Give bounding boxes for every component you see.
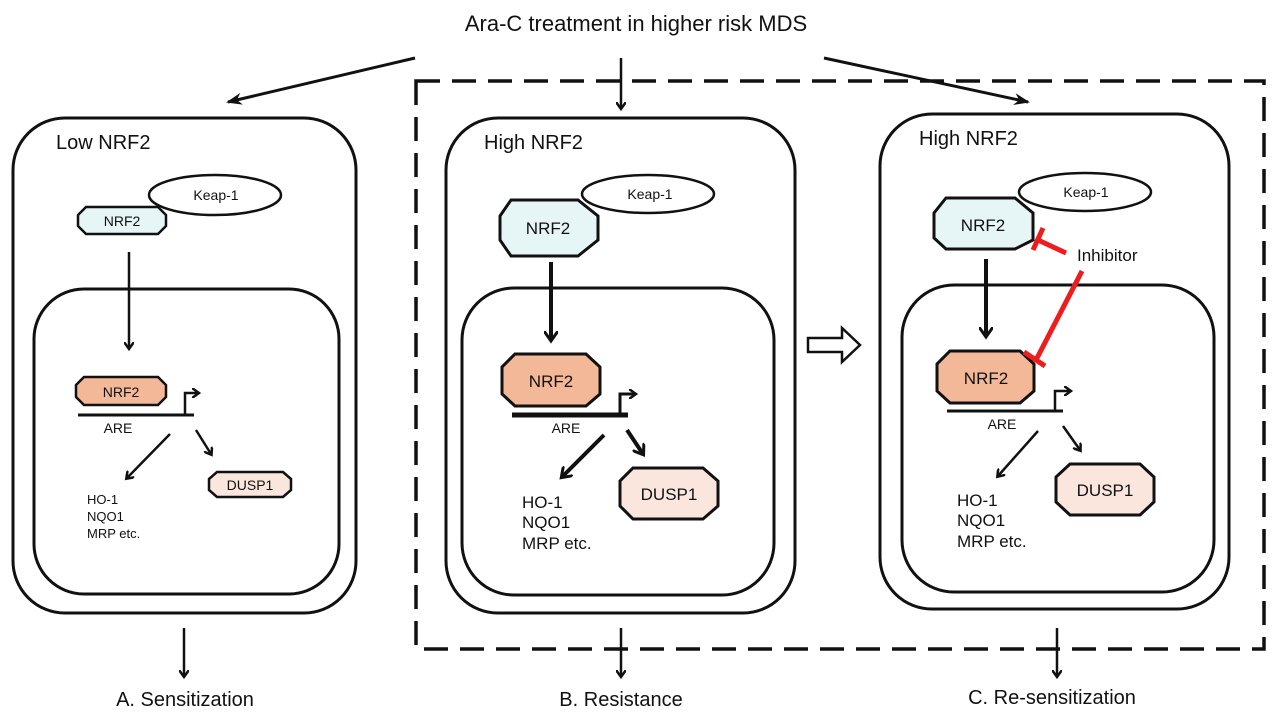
figure-title: Ara-C treatment in higher risk MDS [465, 11, 807, 36]
arrow-to-dusp1 [194, 429, 211, 454]
nucleus-membrane [32, 287, 341, 596]
nrf2-cytoplasmic [76, 205, 168, 236]
nrf2-cytoplasmic [932, 196, 1035, 251]
keap1-protein [1017, 171, 1153, 213]
nrf2-nuc-label: NRF2 [103, 384, 140, 400]
inhibition-to-nuclear-nrf2 [1022, 269, 1085, 369]
arrow-to-dusp1 [625, 428, 643, 454]
nrf2-cyto-label: NRF2 [526, 219, 570, 238]
nrf2-nuc-label: NRF2 [529, 372, 573, 391]
keap1-label: Keap-1 [193, 187, 238, 203]
dusp1-protein [207, 470, 293, 499]
keap1-protein [580, 173, 716, 215]
nrf2-nuc-label: NRF2 [964, 369, 1008, 388]
nrf2-cyto-label: NRF2 [961, 216, 1005, 235]
nrf2-nuclear [74, 375, 168, 407]
target-gene: NQO1 [957, 511, 1005, 530]
dusp1-protein [618, 466, 720, 521]
outcome-label: B. Resistance [559, 689, 682, 711]
outcome-label: C. Re-sensitization [968, 687, 1136, 709]
target-gene: HO-1 [957, 491, 998, 510]
panel-state-label: High NRF2 [919, 128, 1018, 150]
target-gene: MRP etc. [957, 532, 1027, 551]
are-label: ARE [988, 416, 1017, 432]
inhibition-to-cyto-nrf2 [1030, 226, 1068, 256]
panel-b: High NRF2 Keap-1 NRF2 NRF2 ARE DUSP1 HO-… [444, 116, 797, 711]
keap1-protein [147, 173, 283, 217]
keap1-label: Keap-1 [627, 186, 672, 202]
high-nrf2-dashed-group [414, 79, 1266, 651]
target-gene: NQO1 [522, 513, 570, 532]
arrow-to-dusp1 [1061, 425, 1080, 450]
promoter-arrow [1053, 391, 1070, 411]
arrow-to-target-genes [127, 433, 171, 478]
dusp1-label: DUSP1 [1077, 481, 1134, 500]
target-gene: MRP etc. [87, 526, 140, 541]
promoter-arrow [618, 394, 635, 415]
arrow-to-panel-a [226, 56, 416, 105]
are-label: ARE [552, 420, 581, 436]
nucleus-membrane [900, 283, 1216, 594]
nucleus-membrane [460, 286, 776, 597]
nrf2-cyto-label: NRF2 [104, 213, 141, 229]
dusp1-label: DUSP1 [641, 485, 698, 504]
target-gene: MRP etc. [522, 534, 592, 553]
nrf2-nuclear [500, 352, 602, 408]
panel-state-label: Low NRF2 [56, 132, 150, 154]
target-gene: HO-1 [87, 492, 118, 507]
arrow-to-target-genes [998, 430, 1039, 476]
transition-arrow-icon [806, 325, 862, 365]
target-gene: HO-1 [522, 493, 563, 512]
panel-a: Low NRF2 Keap-1 NRF2 NRF2 ARE DUSP1 HO-1… [11, 116, 358, 711]
are-label: ARE [104, 420, 133, 436]
dusp1-label: DUSP1 [227, 477, 274, 493]
outcome-label: A. Sensitization [116, 689, 254, 711]
nrf2-cytoplasmic [498, 198, 600, 258]
panel-c: High NRF2 Keap-1 NRF2 NRF2 ARE DUSP1 HO-… [878, 112, 1231, 709]
panel-state-label: High NRF2 [484, 132, 583, 154]
arrow-to-target-genes [562, 433, 606, 477]
promoter-arrow [183, 393, 198, 415]
dusp1-protein [1054, 462, 1156, 517]
target-gene: NQO1 [87, 509, 124, 524]
keap1-label: Keap-1 [1063, 184, 1108, 200]
inhibitor-label: Inhibitor [1077, 246, 1138, 265]
